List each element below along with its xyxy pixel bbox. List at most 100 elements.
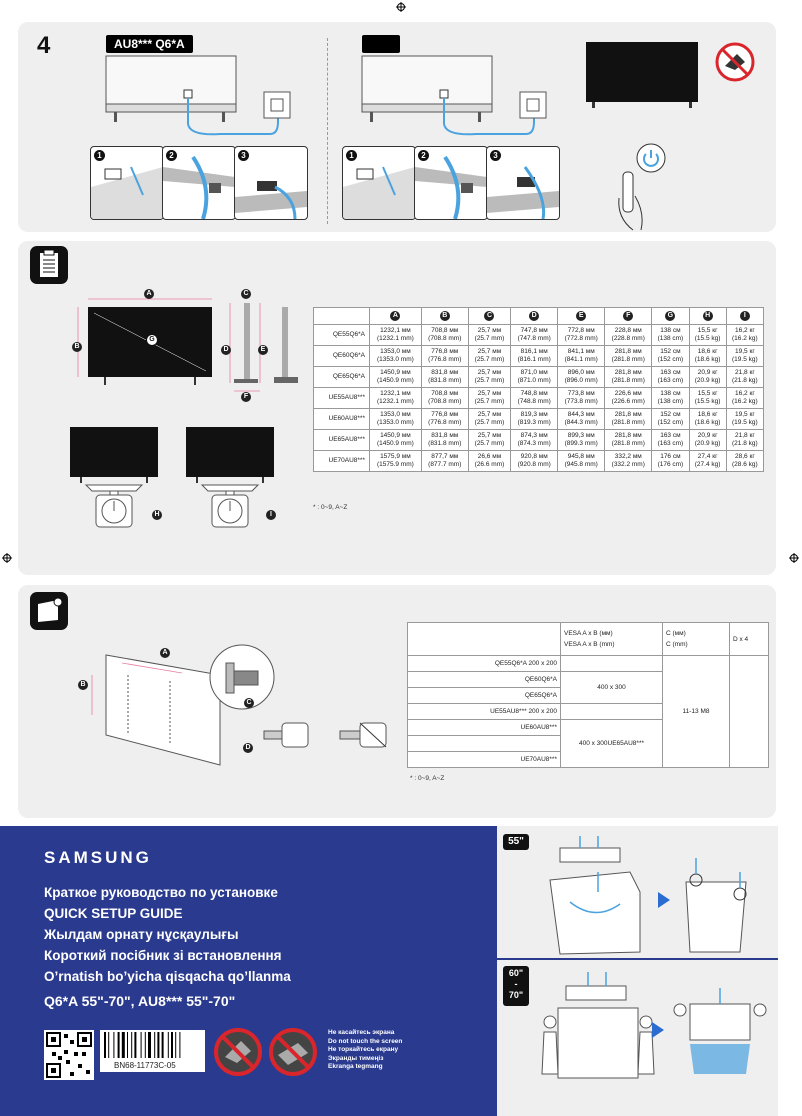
- warning-uz: Ekranga tegmang: [328, 1063, 383, 1070]
- value-metric: 874,3 мм: [520, 432, 548, 439]
- table-row: UE55AU8***1232,1 мм(1232.1 mm)708,8 мм(7…: [313, 387, 765, 409]
- value-metric: 1575,9 мм: [380, 453, 411, 460]
- value-metric-en: (1450.9 mm): [376, 377, 414, 384]
- registration-mark-icon: [396, 2, 406, 12]
- vesa-model: UE60AU8***: [407, 719, 561, 736]
- value-metric-en: (1232.1 mm): [376, 335, 414, 342]
- value-metric: 748,8 мм: [520, 390, 548, 397]
- value-metric-en: (25.7 mm): [474, 335, 505, 342]
- spec-clipboard-icon: [30, 246, 68, 284]
- dimension-cell: 19,5 кг(19.5 kg): [725, 345, 765, 367]
- table-row: QE60Q6*A 400 x 300: [407, 671, 769, 704]
- value-metric: 138 см: [660, 390, 681, 397]
- value-metric: 776,8 мм: [431, 411, 459, 418]
- registration-mark-icon: [2, 553, 12, 563]
- value-metric-en: (18.6 kg): [694, 419, 721, 426]
- header-letter: E: [576, 311, 587, 321]
- header-cell: G: [651, 307, 690, 325]
- model-cell: QE55Q6*A: [313, 324, 370, 346]
- mount-label-d: D: [243, 743, 253, 753]
- title-uz: O’rnatish bo’yicha qisqacha qo’llanma: [44, 969, 291, 984]
- dimension-cell: 1232,1 мм(1232.1 mm): [369, 324, 422, 346]
- step-thumbnail-2: 2: [162, 146, 236, 220]
- dimension-cell: 816,1 мм(816.1 mm): [510, 345, 559, 367]
- value-metric: 25,7 мм: [477, 432, 502, 439]
- value-metric: 152 см: [660, 348, 681, 355]
- dimension-label-f: F: [241, 392, 251, 402]
- value-metric-en: (28.6 kg): [732, 461, 758, 468]
- value-metric: 152 см: [660, 411, 681, 418]
- vesa-header-size: VESA A x B (мм) VESA A x B (mm): [560, 622, 663, 656]
- step-badge: 3: [490, 150, 501, 161]
- value-metric-en: (25.7 mm): [474, 356, 505, 363]
- dimension-cell: 748,8 мм(748.8 mm): [510, 387, 559, 409]
- value-metric-en: (21.8 kg): [732, 377, 758, 384]
- dimension-cell: 20,9 кг(20.9 kg): [688, 366, 727, 388]
- vesa-header-c-ru: C (мм): [666, 630, 686, 637]
- dimension-label-d: D: [221, 345, 231, 355]
- dimension-cell: 831,8 мм(831.8 mm): [420, 366, 469, 388]
- warning-ru: Не касайтесь экрана: [328, 1029, 395, 1036]
- dimension-cell: 874,3 мм(874.3 mm): [510, 429, 559, 451]
- dimension-cell: 26,6 мм(26.6 mm): [467, 450, 512, 472]
- value-metric: 20,9 кг: [697, 369, 718, 376]
- barcode-bar: [117, 1032, 120, 1058]
- dimension-cell: 831,8 мм(831.8 mm): [420, 429, 469, 451]
- value-metric: 21,8 кг: [735, 369, 755, 376]
- size-tag-60-70: 60" - 70": [503, 966, 529, 1006]
- value-metric: 226,6 мм: [614, 390, 642, 397]
- value-metric: 1353,0 мм: [380, 411, 411, 418]
- header-cell: B: [420, 307, 469, 325]
- dimension-cell: 920,8 мм(920.8 mm): [510, 450, 559, 472]
- dimension-cell: 152 см(152 cm): [651, 345, 690, 367]
- dimension-cell: 332,2 мм(332.2 mm): [604, 450, 653, 472]
- barcode-bar: [161, 1032, 164, 1058]
- value-metric: 281,8 мм: [614, 432, 642, 439]
- value-metric-en: (163 cm): [657, 377, 684, 384]
- header-cell: C: [467, 307, 512, 325]
- dimension-cell: 1575,9 мм(1575.9 mm): [369, 450, 422, 472]
- value-metric: 19,5 кг: [735, 411, 755, 418]
- dimension-cell: 747,8 мм(747.8 mm): [510, 324, 559, 346]
- vesa-header-blank: [407, 622, 561, 656]
- vesa-screw: 11-13 M8: [662, 655, 730, 768]
- dimension-cell: 841,1 мм(841.1 mm): [557, 345, 606, 367]
- no-touch-warning: Не касайтесь экрана Do not touch the scr…: [328, 1029, 402, 1072]
- dimension-cell: 16,2 кг(16.2 kg): [725, 387, 765, 409]
- value-metric-en: (27.4 kg): [694, 461, 721, 468]
- value-metric-en: (281.8 mm): [611, 419, 645, 426]
- brand-logo: SAMSUNG: [44, 848, 152, 867]
- size-tag-55: 55": [503, 834, 529, 850]
- weight-label-i: I: [266, 510, 276, 520]
- header-letter: A: [390, 311, 401, 321]
- value-metric-en: (281.8 mm): [611, 356, 645, 363]
- step-badge: 1: [346, 150, 357, 161]
- step-number: 4: [37, 32, 51, 59]
- barcode-bar: [179, 1032, 181, 1058]
- barcode-bar: [113, 1032, 115, 1058]
- value-metric: 899,3 мм: [567, 432, 595, 439]
- title-en: QUICK SETUP GUIDE: [44, 906, 183, 921]
- barcode-bar: [144, 1032, 146, 1058]
- cover-titles: Краткое руководство по установке QUICK S…: [44, 882, 291, 987]
- header-letter: G: [665, 311, 676, 321]
- value-metric: 16,2 кг: [735, 390, 755, 397]
- vesa-header-ru: VESA A x B (мм): [564, 630, 613, 637]
- vesa-footnote: * : 0~9, A~Z: [410, 775, 445, 782]
- step-thumbnail-3: 3: [234, 146, 308, 220]
- barcode-bar: [131, 1032, 133, 1058]
- header-cell: A: [369, 307, 422, 325]
- vesa-model: [407, 735, 561, 752]
- warning-kk: Экранды тимеңіз: [328, 1054, 384, 1062]
- value-metric-en: (20.9 kg): [694, 440, 721, 447]
- dimension-cell: 945,8 мм(945.8 mm): [557, 450, 606, 472]
- dimension-cell: 15,5 кг(15.5 kg): [688, 324, 727, 346]
- vesa-qty: [729, 655, 769, 768]
- tv-dimension-diagram: [77, 298, 298, 392]
- title-kk: Жылдам орнату нұсқаулығы: [44, 927, 239, 942]
- value-metric-en: (1575.9 mm): [376, 461, 414, 468]
- dimension-cell: 899,3 мм(899.3 mm): [557, 429, 606, 451]
- unboxing-60-70-illustration: [541, 972, 767, 1079]
- step-badge: 2: [418, 150, 429, 161]
- value-metric: 920,8 мм: [520, 453, 548, 460]
